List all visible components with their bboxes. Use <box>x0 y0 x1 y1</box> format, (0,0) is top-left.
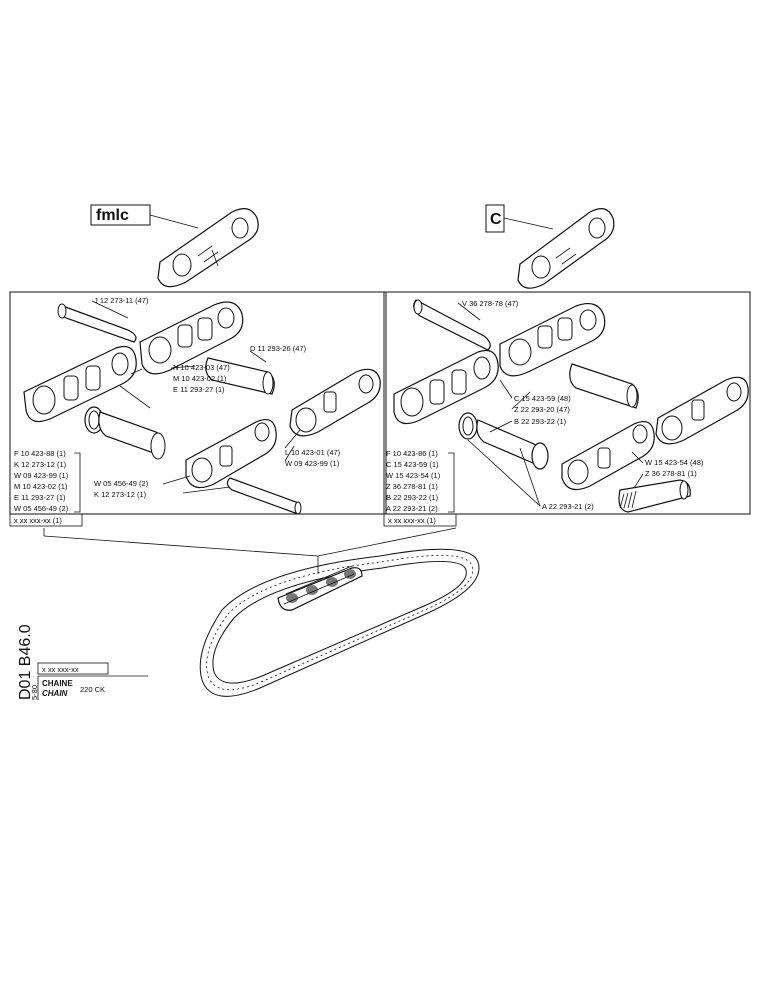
right-logo-badge: C <box>485 204 554 233</box>
left-kit-item-0: F 10 423-88 (1) <box>14 449 66 458</box>
right-preview-link <box>517 208 615 289</box>
left-kit-item-1: K 12 273-12 (1) <box>14 460 67 469</box>
chain-pointer-lines <box>43 527 457 574</box>
track-chain-loop <box>199 548 480 697</box>
left-callout-1: D 11 293-26 (47) <box>250 344 307 353</box>
left-callout-4: E 11 293-27 (1) <box>173 385 225 394</box>
left-bushing-d <box>205 357 275 395</box>
left-panel-frame <box>9 291 387 515</box>
right-logo-text: C <box>490 211 502 228</box>
left-kit-item-2: W 09 423-99 (1) <box>14 471 69 480</box>
right-pin-v <box>413 299 491 351</box>
left-kit-item-5: W 05 456-49 (2) <box>14 504 69 513</box>
right-callout-0: V 36 278-78 (47) <box>462 299 519 308</box>
right-link-lower <box>561 421 655 491</box>
left-pin-k <box>226 477 302 515</box>
right-bushing-b <box>476 419 549 470</box>
right-link-left <box>393 349 499 425</box>
right-callout-1: C 15 423-59 (48) <box>514 394 571 403</box>
chain-link-cluster <box>277 565 363 611</box>
right-callout-5: Z 36 278-81 (1) <box>645 469 697 478</box>
right-kit-list: F 10 423-86 (1) C 15 423-59 (1) W 15 423… <box>383 449 457 527</box>
left-pin-j <box>57 303 137 343</box>
left-kit-item-4: E 11 293-27 (1) <box>14 493 66 502</box>
right-callout-2: Z 22 293-20 (47) <box>514 405 570 414</box>
right-bushing-z <box>569 363 639 409</box>
left-bushing-e <box>98 411 166 460</box>
left-kit-list: F 10 423-88 (1) K 12 273-12 (1) W 09 423… <box>9 449 83 527</box>
left-callout-5: L 10 423-01 (47) <box>285 448 341 457</box>
right-kit-item-3: Z 36 278-81 (1) <box>386 482 438 491</box>
left-preview-link <box>157 208 259 288</box>
title-block: D01 B46.0 5-80 x xx xxx-xx CHAINE CHAIN … <box>17 624 148 700</box>
right-callout-6: A 22 293-21 (2) <box>542 502 594 511</box>
right-kit-item-4: B 22 293-22 (1) <box>386 493 439 502</box>
left-seal-w <box>84 406 104 434</box>
right-link-upper <box>499 303 606 377</box>
left-leader-lines <box>91 300 301 494</box>
right-pin-z-splined <box>618 479 691 513</box>
name-en: CHAIN <box>42 689 68 698</box>
left-logo-badge: fmlc <box>90 204 199 229</box>
model-name: 220 CK <box>80 685 105 694</box>
left-link-right <box>289 368 381 437</box>
left-callout-8: K 12 273-12 (1) <box>94 490 147 499</box>
right-kit-item-0: F 10 423-86 (1) <box>386 449 438 458</box>
right-callout-4: W 15 423-54 (48) <box>645 458 704 467</box>
left-callout-3: M 10 423-02 (1) <box>173 374 227 383</box>
left-callout-2: N 10 423-03 (47) <box>173 363 230 372</box>
right-kit-item-2: W 15 423-54 (1) <box>386 471 441 480</box>
right-panel-frame <box>383 291 751 515</box>
document-code: D01 B46.0 <box>17 624 34 700</box>
part-number: x xx xxx-xx <box>42 665 79 674</box>
right-callout-3: B 22 293-22 (1) <box>514 417 567 426</box>
left-link-upper <box>139 301 244 375</box>
left-kit-total: x xx xxx-xx (1) <box>14 516 62 525</box>
right-kit-item-1: C 15 423-59 (1) <box>386 460 439 469</box>
left-callout-0: J 12 273-11 (47) <box>94 296 149 305</box>
right-kit-item-5: A 22 293-21 (2) <box>386 504 438 513</box>
right-link-right <box>655 376 749 445</box>
left-link-lower <box>185 419 277 489</box>
right-kit-total: x xx xxx-xx (1) <box>388 516 436 525</box>
name-fr: CHAINE <box>42 679 73 688</box>
right-leader-lines <box>457 302 644 507</box>
left-callout-6: W 09 423-99 (1) <box>285 459 340 468</box>
document-subcode: 5-80 <box>30 685 39 700</box>
left-logo-text: fmlc <box>96 207 129 224</box>
left-kit-item-3: M 10 423-02 (1) <box>14 482 68 491</box>
left-link-left <box>23 345 137 423</box>
right-seal-a <box>458 412 478 440</box>
left-callout-7: W 05 456-49 (2) <box>94 479 149 488</box>
